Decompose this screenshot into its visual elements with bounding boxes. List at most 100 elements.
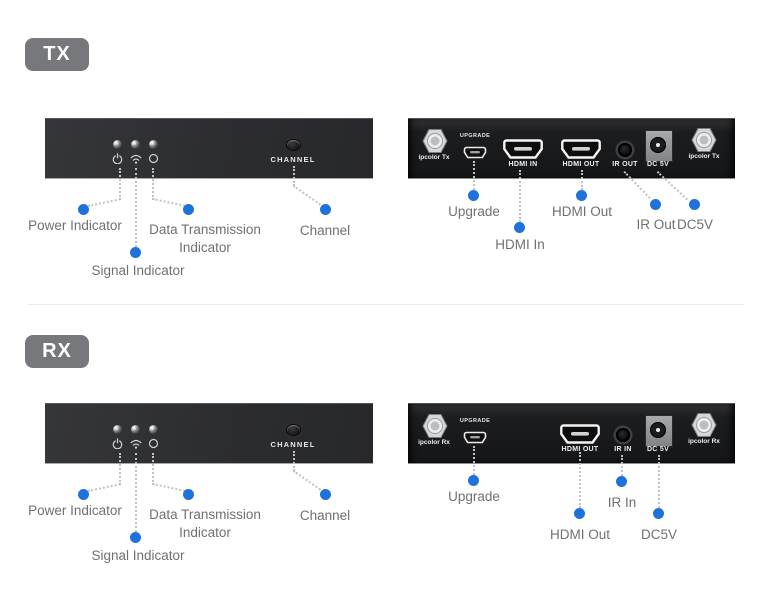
- ir-jack: [618, 143, 632, 157]
- dc-jack-pin: [656, 143, 660, 147]
- dc-jack-label: DC 5V: [646, 446, 670, 453]
- antenna-connector: [691, 127, 717, 153]
- callout-channel: Channel: [299, 223, 351, 238]
- callout-dot: [576, 190, 587, 201]
- channel-button: [287, 140, 300, 150]
- tx-front-panel: CHANNEL: [45, 118, 373, 179]
- dc-jack-label: DC 5V: [646, 161, 670, 168]
- ir-jack-label: IR OUT: [612, 161, 638, 168]
- leader-line: [152, 453, 154, 485]
- callout-dot: [689, 199, 700, 210]
- callout-dot: [468, 475, 479, 486]
- callout-dot: [650, 199, 661, 210]
- callout-data-indicator: Data Transmission Indicator: [149, 222, 261, 256]
- antenna-label-right: ipcolor Rx: [688, 438, 720, 445]
- callout-dot: [468, 190, 479, 201]
- callout-dc5v: DC5V: [640, 527, 677, 542]
- data-led: [149, 425, 158, 434]
- leader-line: [119, 168, 121, 200]
- leader-line: [135, 453, 137, 532]
- leader-line: [292, 185, 322, 206]
- channel-panel-label: CHANNEL: [270, 440, 316, 449]
- leader-line: [473, 161, 475, 190]
- leader-line: [88, 198, 121, 207]
- callout-signal-indicator: Signal Indicator: [91, 548, 185, 563]
- micro-usb-port: [463, 431, 487, 445]
- callout-dot: [653, 508, 664, 519]
- leader-line: [88, 483, 121, 492]
- callout-dot: [78, 204, 89, 215]
- power-icon: [112, 438, 123, 449]
- dc-power-jack: [645, 415, 673, 447]
- hdmi-in-port: [503, 139, 543, 160]
- antenna-connector: [691, 412, 717, 438]
- ir-jack-label: IR IN: [614, 446, 632, 453]
- callout-power-indicator: Power Indicator: [28, 503, 122, 518]
- callout-hdmi-out: HDMI Out: [549, 527, 610, 542]
- antenna-connector: [422, 413, 448, 439]
- callout-dot: [130, 247, 141, 258]
- leader-line: [293, 166, 295, 186]
- hdmi-out-label: HDMI OUT: [561, 446, 599, 453]
- leader-line: [519, 170, 521, 222]
- dc-jack-pin: [656, 428, 660, 432]
- micro-usb-port: [463, 146, 487, 160]
- signal-led: [131, 140, 140, 149]
- hdmi-out-port: [560, 424, 600, 445]
- ir-jack: [616, 428, 630, 442]
- callout-dot: [574, 508, 585, 519]
- leader-line: [658, 455, 660, 508]
- hdmi-in-label: HDMI IN: [508, 161, 538, 168]
- tx-badge: TX: [25, 38, 89, 71]
- callout-dot: [320, 489, 331, 500]
- leader-line: [579, 452, 581, 508]
- wifi-icon: [130, 439, 142, 449]
- hdmi-out-label: HDMI OUT: [562, 161, 600, 168]
- callout-dot: [78, 489, 89, 500]
- rx-front-panel: CHANNEL: [45, 403, 373, 464]
- leader-line: [581, 170, 583, 190]
- callout-hdmi-out: HDMI Out: [551, 204, 612, 219]
- callout-data-indicator: Data Transmission Indicator: [149, 507, 261, 541]
- channel-button: [287, 425, 300, 435]
- upgrade-port-label: UPGRADE: [459, 418, 491, 424]
- wifi-icon: [130, 154, 142, 164]
- antenna-label-right: ipcolor Tx: [688, 153, 720, 160]
- upgrade-port-label: UPGRADE: [459, 133, 491, 139]
- signal-led: [131, 425, 140, 434]
- antenna-label-left: ipcolor Tx: [418, 154, 450, 161]
- leader-line: [152, 198, 186, 207]
- leader-line: [473, 446, 475, 475]
- leader-line: [292, 470, 322, 491]
- callout-dot: [514, 222, 525, 233]
- ring-icon: [148, 438, 159, 449]
- callout-upgrade: Upgrade: [448, 204, 500, 219]
- callout-dot: [616, 476, 627, 487]
- callout-upgrade: Upgrade: [448, 489, 500, 504]
- rx-rear-panel: ipcolor Rx UPGRADE HDMI OUT IR IN DC 5V …: [408, 403, 735, 464]
- callout-dot: [320, 204, 331, 215]
- power-led: [113, 140, 122, 149]
- tx-rear-panel: ipcolor Tx UPGRADE HDMI IN HDMI OUT IR O…: [408, 118, 735, 179]
- antenna-label-left: ipcolor Rx: [418, 439, 450, 446]
- channel-panel-label: CHANNEL: [270, 155, 316, 164]
- callout-hdmi-in: HDMI In: [495, 237, 545, 252]
- data-led: [149, 140, 158, 149]
- hdmi-out-port: [561, 139, 601, 160]
- rx-badge: RX: [25, 335, 89, 368]
- callout-ir-out: IR Out: [636, 217, 676, 232]
- power-led: [113, 425, 122, 434]
- callout-dot: [130, 532, 141, 543]
- power-icon: [112, 153, 123, 164]
- callout-channel: Channel: [299, 508, 351, 523]
- antenna-connector: [422, 128, 448, 154]
- leader-line: [152, 168, 154, 200]
- leader-line: [135, 168, 137, 247]
- leader-line: [293, 451, 295, 471]
- callout-dot: [183, 204, 194, 215]
- leader-line: [119, 453, 121, 485]
- leader-line: [152, 483, 186, 492]
- callout-ir-in: IR In: [607, 495, 637, 510]
- dc-power-jack: [645, 130, 673, 162]
